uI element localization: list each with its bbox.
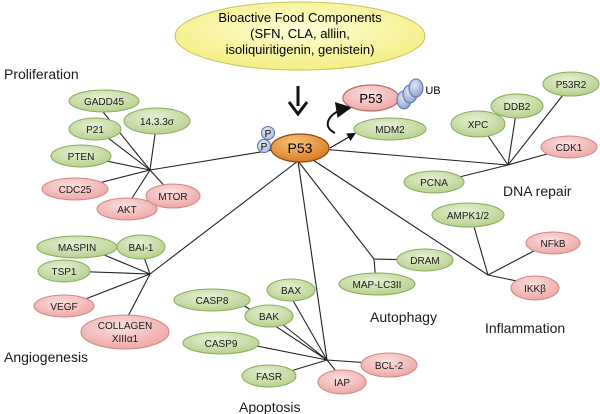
svg-text:IKKβ: IKKβ [524, 284, 546, 295]
node-cdc25: CDC25 [41, 177, 109, 201]
group-label-autophagy: Autophagy [370, 309, 437, 325]
svg-text:CDC25: CDC25 [59, 185, 92, 196]
svg-text:TSP1: TSP1 [51, 267, 76, 278]
node-pcna: PCNA [403, 170, 465, 194]
svg-text:BAI-1: BAI-1 [128, 243, 153, 254]
mdm2-curved-arrow [326, 102, 352, 134]
p53-hub-node: P53 [270, 133, 330, 163]
ub-label: UB [425, 85, 440, 97]
svg-text:MAP-LC3II: MAP-LC3II [353, 280, 402, 291]
node-iap: IAP [317, 369, 367, 395]
node-ddb2: DDB2 [490, 93, 544, 119]
group-label-apoptosis: Apoptosis [239, 399, 300, 414]
node-bcl-2: BCL-2 [360, 352, 418, 378]
phosphate-badge-2: P [257, 139, 271, 153]
node-dram: DRAM [396, 248, 454, 272]
svg-text:CDK1: CDK1 [556, 143, 583, 154]
node-tsp1: TSP1 [37, 259, 91, 283]
group-label-dna-repair: DNA repair [503, 183, 572, 199]
node-mtor: MTOR [145, 183, 201, 209]
svg-text:PCNA: PCNA [420, 178, 448, 189]
node-collagen-xiii-alpha1: COLLAGEN XIIIα1 [80, 314, 170, 350]
node-maspin: MASPIN [36, 235, 118, 259]
node-bai-1: BAI-1 [116, 234, 166, 260]
node-xpc: XPC [450, 110, 506, 138]
node-14-3-3-sigma: 14.3.3σ [123, 107, 191, 135]
svg-text:P: P [261, 142, 268, 153]
svg-text:P53R2: P53R2 [556, 80, 587, 91]
node-p53r2: P53R2 [542, 71, 600, 97]
svg-text:AMPK1/2: AMPK1/2 [447, 211, 490, 222]
hub-to-mdm2-arrow [329, 132, 356, 149]
svg-text:PTEN: PTEN [68, 152, 95, 163]
node-casp9: CASP9 [182, 331, 260, 355]
svg-text:GADD45: GADD45 [84, 97, 124, 108]
group-label-angiogenesis: Angiogenesis [4, 349, 88, 365]
svg-text:FASR: FASR [256, 372, 282, 383]
svg-text:14.3.3σ: 14.3.3σ [140, 117, 175, 128]
node-bak: BAK [244, 304, 294, 328]
svg-text:NFkB: NFkB [541, 239, 566, 250]
down-arrow-icon [287, 86, 309, 117]
svg-text:DRAM: DRAM [410, 256, 439, 267]
node-gadd45: GADD45 [68, 89, 140, 113]
svg-text:BAX: BAX [281, 286, 301, 297]
svg-text:DDB2: DDB2 [504, 102, 531, 113]
svg-text:XIIIα1: XIIIα1 [112, 334, 139, 345]
ubiquitin-chain-icon [396, 78, 424, 110]
svg-text:MTOR: MTOR [158, 192, 187, 203]
header-line-2: (SFN, CLA, alliin, [250, 26, 350, 41]
node-map-lc3ii: MAP-LC3II [338, 272, 416, 296]
svg-text:P: P [265, 129, 272, 140]
node-nfkb: NFkB [525, 231, 581, 255]
svg-text:VEGF: VEGF [50, 302, 77, 313]
ub-p53-label: P53 [359, 91, 382, 106]
node-akt: AKT [96, 197, 158, 221]
p53-hub-label: P53 [288, 140, 313, 156]
svg-text:AKT: AKT [117, 205, 136, 216]
node-vegf: VEGF [33, 294, 95, 318]
node-ampk1-2: AMPK1/2 [431, 202, 505, 228]
svg-text:P21: P21 [86, 125, 104, 136]
svg-text:MDM2: MDM2 [375, 125, 405, 136]
svg-text:COLLAGEN: COLLAGEN [98, 321, 152, 332]
header-line-3: isoliquiritigenin, genistein) [226, 42, 375, 57]
node-ikk-beta: IKKβ [510, 275, 560, 301]
node-fasr: FASR [241, 364, 297, 388]
svg-text:CASP8: CASP8 [196, 296, 229, 307]
node-bax: BAX [266, 278, 316, 302]
svg-text:BAK: BAK [259, 312, 279, 323]
svg-text:BCL-2: BCL-2 [375, 361, 404, 372]
group-label-proliferation: Proliferation [4, 66, 79, 82]
ubiquitinated-p53-node: P53 [342, 84, 400, 112]
group-label-inflammation: Inflammation [485, 320, 565, 336]
bioactive-food-components-box: Bioactive Food Components (SFN, CLA, all… [174, 1, 426, 71]
node-casp8: CASP8 [173, 288, 251, 312]
node-pten: PTEN [50, 144, 112, 168]
header-line-1: Bioactive Food Components [218, 10, 382, 25]
node-mdm2: MDM2 [353, 117, 427, 141]
svg-text:CASP9: CASP9 [205, 339, 238, 350]
phosphate-badge-1: P [261, 126, 275, 140]
node-cdk1: CDK1 [540, 135, 598, 159]
node-p21: P21 [68, 117, 122, 141]
svg-text:MASPIN: MASPIN [58, 243, 96, 254]
svg-text:XPC: XPC [468, 120, 489, 131]
svg-text:IAP: IAP [334, 378, 350, 389]
